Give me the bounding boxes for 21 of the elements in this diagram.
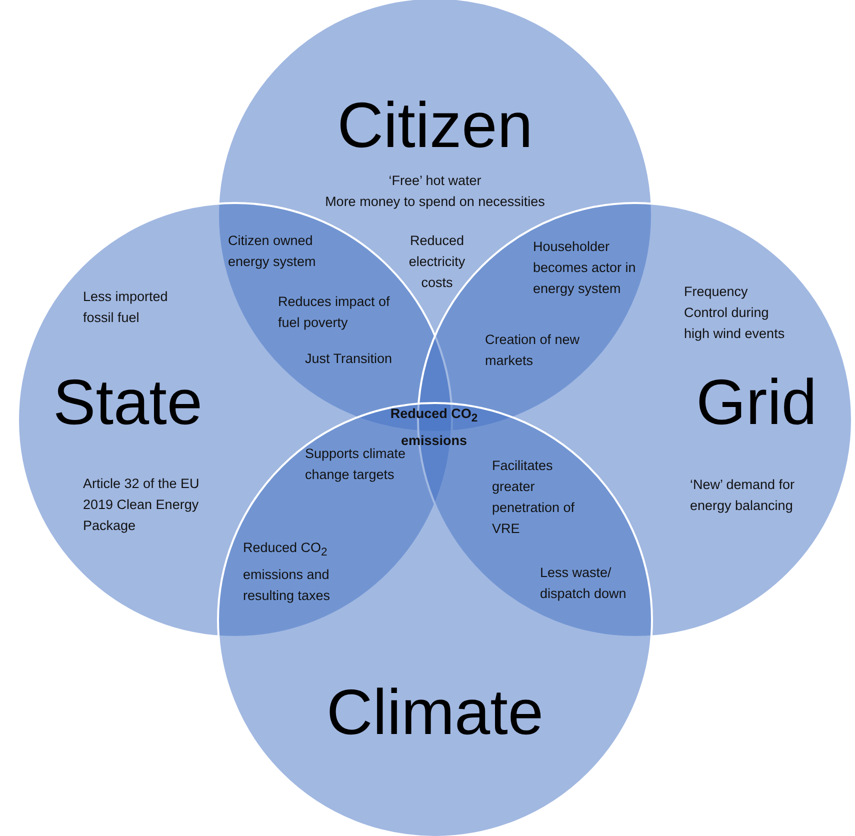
region-note: Reduced CO$_{2}$ emissions xyxy=(389,405,479,448)
region-note: Householder becomes actor in energy system xyxy=(533,238,637,298)
region-note: Reduced electricity costs xyxy=(408,232,466,292)
circle-heading: Citizen xyxy=(336,89,534,161)
region-note: Less imported fossil fuel xyxy=(83,288,169,327)
region-note: Article 32 of the EU 2019 Clean Energy Package xyxy=(83,475,200,535)
region-note: Frequency Control during high wind events xyxy=(684,283,786,343)
region-note: Citizen owned energy system xyxy=(228,232,317,271)
region-note: Less waste/ dispatch down xyxy=(540,564,628,603)
circle-heading: State xyxy=(53,366,202,438)
region-note: Creation of new markets xyxy=(485,331,581,370)
region-note: ‘Free’ hot water xyxy=(388,172,482,190)
region-note: ‘New’ demand for energy balancing xyxy=(690,476,796,515)
region-note: Just Transition xyxy=(305,350,394,368)
region-note: Reduced CO$_{2}$ emissions and resulting taxes xyxy=(243,539,332,605)
region-note: Facilitates greater penetration of VRE xyxy=(492,457,576,538)
circle-heading: Grid xyxy=(696,366,817,438)
region-note: More money to spend on necessities xyxy=(324,193,546,211)
region-note: Reduces impact of fuel poverty xyxy=(278,293,391,332)
region-note: Supports climate change targets xyxy=(305,446,407,484)
circle-heading: Climate xyxy=(326,676,544,748)
